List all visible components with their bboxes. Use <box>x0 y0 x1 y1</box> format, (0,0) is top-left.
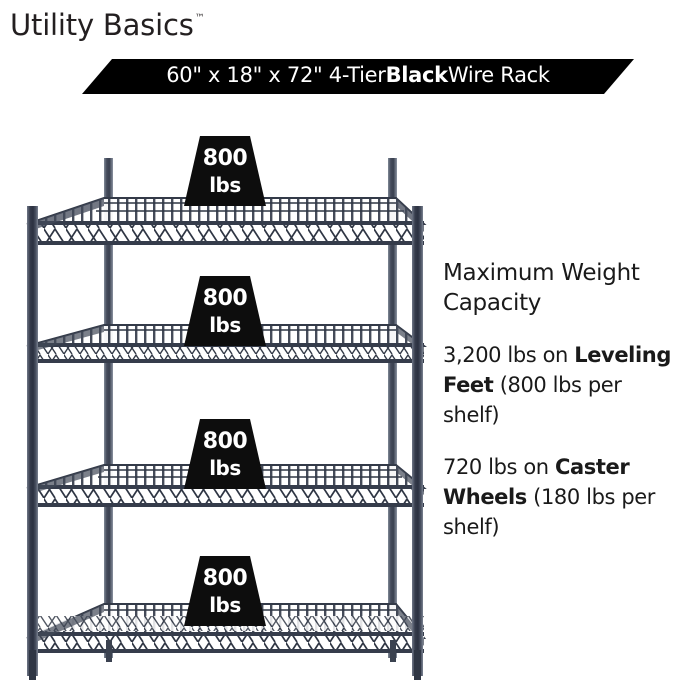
leveling-feet <box>29 640 421 680</box>
brand-name: Utility Basics <box>10 8 194 42</box>
paragraph-bold: Caster Wheels <box>443 455 630 509</box>
shelf-tier-1 <box>26 197 427 245</box>
callout-value: 800 <box>202 565 248 591</box>
callout-unit: lbs <box>209 455 241 480</box>
callout-value: 800 <box>202 145 248 171</box>
paragraph-tail: (800 lbs per shelf) <box>443 373 622 427</box>
callout-unit: lbs <box>209 312 241 337</box>
paragraph-bold: Leveling Feet <box>443 343 671 397</box>
callout-value: 800 <box>202 285 248 311</box>
rack-posts-front <box>27 206 423 676</box>
weight-callout: 800 lbs <box>184 276 266 346</box>
paragraph-lead: 3,200 lbs on <box>443 343 575 367</box>
rack-posts-rear <box>104 158 397 658</box>
product-title-banner: 60" x 18" x 72" 4-Tier Black Wire Rack <box>82 59 634 94</box>
capacity-copy-block: Maximum Weight Capacity 3,200 lbs on Lev… <box>443 258 679 564</box>
weight-callout: 800 lbs <box>184 419 266 489</box>
banner-suffix: Wire Rack <box>447 63 550 87</box>
paragraph-lead: 720 lbs on <box>443 455 555 479</box>
weight-callout: 800 lbs <box>184 556 266 626</box>
capacity-heading: Maximum Weight Capacity <box>443 260 640 316</box>
brand-logo: Utility Basics™ <box>10 2 205 42</box>
capacity-paragraph-caster-wheels: 720 lbs on Caster Wheels (180 lbs per sh… <box>443 452 679 542</box>
banner-emphasis: Black <box>385 63 449 87</box>
product-title-text: 60" x 18" x 72" 4-Tier Black Wire Rack <box>82 59 634 94</box>
capacity-paragraph-leveling-feet: 3,200 lbs on Leveling Feet (800 lbs per … <box>443 340 679 430</box>
weight-callout: 800 lbs <box>184 136 266 206</box>
callout-value: 800 <box>202 428 248 454</box>
callout-unit: lbs <box>209 172 241 197</box>
trademark-symbol: ™ <box>194 13 205 24</box>
paragraph-tail: (180 lbs per shelf) <box>443 485 655 539</box>
banner-prefix: 60" x 18" x 72" 4-Tier <box>166 63 386 87</box>
callout-unit: lbs <box>209 592 241 617</box>
